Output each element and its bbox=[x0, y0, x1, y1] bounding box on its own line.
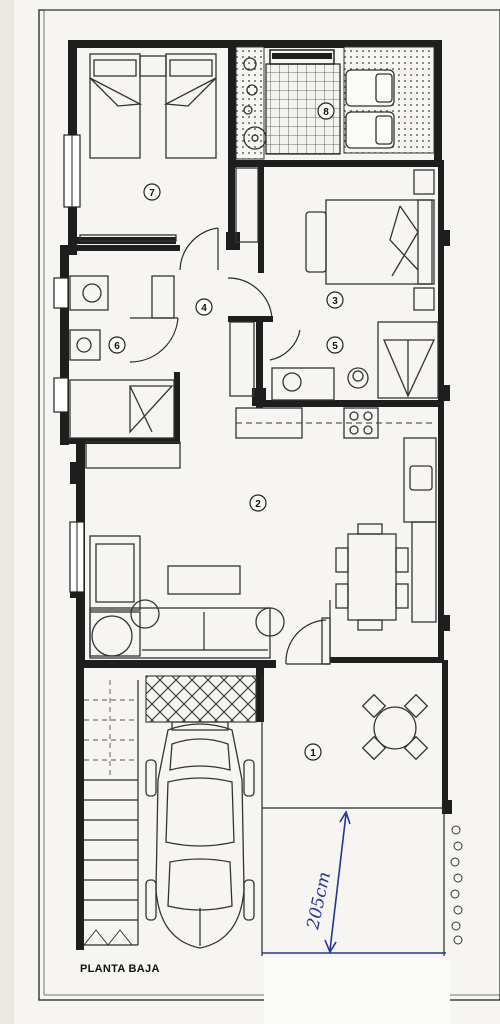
room-label-2: 2 bbox=[249, 494, 267, 512]
porch-1 bbox=[261, 676, 463, 956]
svg-text:7: 7 bbox=[149, 188, 155, 199]
paper-bottom-strip bbox=[264, 958, 450, 1024]
dimension-arrow bbox=[324, 810, 351, 954]
windows bbox=[53, 134, 85, 593]
room-8-furniture bbox=[235, 46, 435, 160]
svg-text:3: 3 bbox=[332, 296, 338, 307]
bath-6-furniture bbox=[69, 275, 175, 439]
svg-text:5: 5 bbox=[332, 341, 338, 352]
room-label-1: 1 bbox=[304, 743, 322, 761]
kitchen-counter bbox=[85, 407, 437, 623]
room-label-8: 8 bbox=[317, 102, 335, 120]
bath-5-furniture bbox=[271, 321, 439, 401]
room-label-7: 7 bbox=[143, 183, 161, 201]
room-label-6: 6 bbox=[108, 336, 126, 354]
room-label-3: 3 bbox=[326, 291, 344, 309]
svg-text:4: 4 bbox=[201, 303, 207, 314]
svg-text:8: 8 bbox=[323, 107, 329, 118]
room-label-5: 5 bbox=[326, 336, 344, 354]
garage-area bbox=[83, 675, 257, 949]
living-2-furniture bbox=[89, 523, 409, 665]
room-numbers: 1 2 3 4 5 6 7 8 bbox=[108, 102, 344, 761]
svg-text:2: 2 bbox=[255, 499, 261, 510]
plan-caption: PLANTA BAJA bbox=[80, 963, 160, 975]
svg-text:1: 1 bbox=[310, 748, 316, 759]
bedroom-3-furniture bbox=[235, 167, 435, 311]
car-icon bbox=[145, 721, 255, 949]
svg-text:6: 6 bbox=[114, 341, 120, 352]
paper-sheet bbox=[14, 0, 500, 1024]
hall-4-doors bbox=[129, 227, 301, 397]
room-label-4: 4 bbox=[195, 298, 213, 316]
bedroom-7-furniture bbox=[79, 53, 217, 242]
